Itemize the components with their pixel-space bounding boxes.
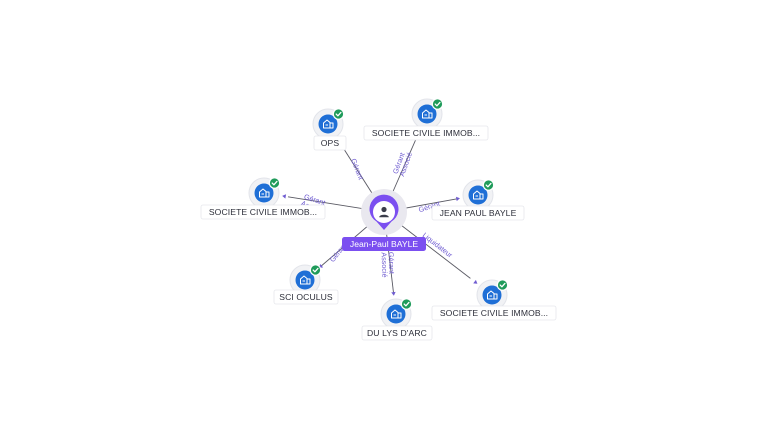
node-label: SOCIETE CIVILE IMMOB... [372, 128, 480, 138]
company-node-sci-left[interactable]: SOCIETE CIVILE IMMOB... [200, 177, 326, 220]
node-label-background [200, 204, 326, 220]
edge-arrow-sci-right [473, 279, 478, 284]
company-icon-background [295, 270, 315, 290]
edge-relation-label: Associé [380, 252, 390, 277]
node-label: SCI OCULUS [279, 292, 333, 302]
node-label: DU LYS D'ARC [367, 328, 427, 338]
center-person-node[interactable]: Jean-Paul BAYLE [342, 189, 426, 251]
center-person-name: Jean-Paul BAYLE [350, 239, 418, 249]
node-label-background [273, 289, 339, 305]
verified-check-icon [332, 108, 345, 120]
company-node-sci-right[interactable]: SOCIETE CIVILE IMMOB... [431, 279, 557, 321]
verified-check-icon [400, 298, 413, 310]
company-node-dulys[interactable]: DU LYS D'ARC [361, 298, 433, 341]
building-icon [300, 275, 311, 285]
nodes-layer: OPS SOCIETE CIVILE IMMOB... JEAN PAUL BAYL… [200, 98, 557, 341]
company-icon-background [468, 185, 488, 205]
verified-check-icon [482, 179, 495, 191]
building-icon [323, 119, 334, 129]
node-label-background [361, 325, 433, 341]
node-label-background [363, 125, 489, 141]
verified-check-icon [309, 264, 322, 276]
building-icon [422, 109, 433, 119]
company-node-jpb[interactable]: JEAN PAUL BAYLE [431, 179, 525, 221]
building-icon [391, 309, 402, 319]
company-node-ops[interactable]: OPS [312, 108, 347, 151]
company-icon-background [417, 104, 437, 124]
node-label-background [313, 135, 347, 151]
building-icon [487, 290, 498, 300]
node-label: SOCIETE CIVILE IMMOB... [209, 207, 317, 217]
verified-check-icon [496, 279, 509, 291]
node-label-background [431, 305, 557, 321]
building-icon [259, 188, 270, 198]
node-label: JEAN PAUL BAYLE [440, 208, 517, 218]
verified-check-icon [431, 98, 444, 110]
person-icon [379, 206, 389, 218]
building-icon [473, 190, 484, 200]
company-icon-background [482, 285, 502, 305]
edge-arrow-jpb [455, 196, 460, 202]
node-label-background [431, 205, 525, 221]
company-icon-background [254, 183, 274, 203]
company-node-oculus[interactable]: SCI OCULUS [273, 264, 339, 305]
company-node-sci-top[interactable]: SOCIETE CIVILE IMMOB... [363, 98, 489, 141]
company-icon-background [386, 304, 406, 324]
node-label: OPS [321, 138, 340, 148]
verified-check-icon [268, 177, 281, 189]
center-label-background [342, 237, 426, 251]
edge-relation-label: Gérant [387, 252, 397, 274]
edge-arrow-sci-left [282, 194, 287, 199]
company-icon-background [318, 114, 338, 134]
edge-arrow-dulys [391, 291, 396, 296]
node-label: SOCIETE CIVILE IMMOB... [440, 308, 548, 318]
edge-relation-label: Gérant [349, 157, 366, 181]
